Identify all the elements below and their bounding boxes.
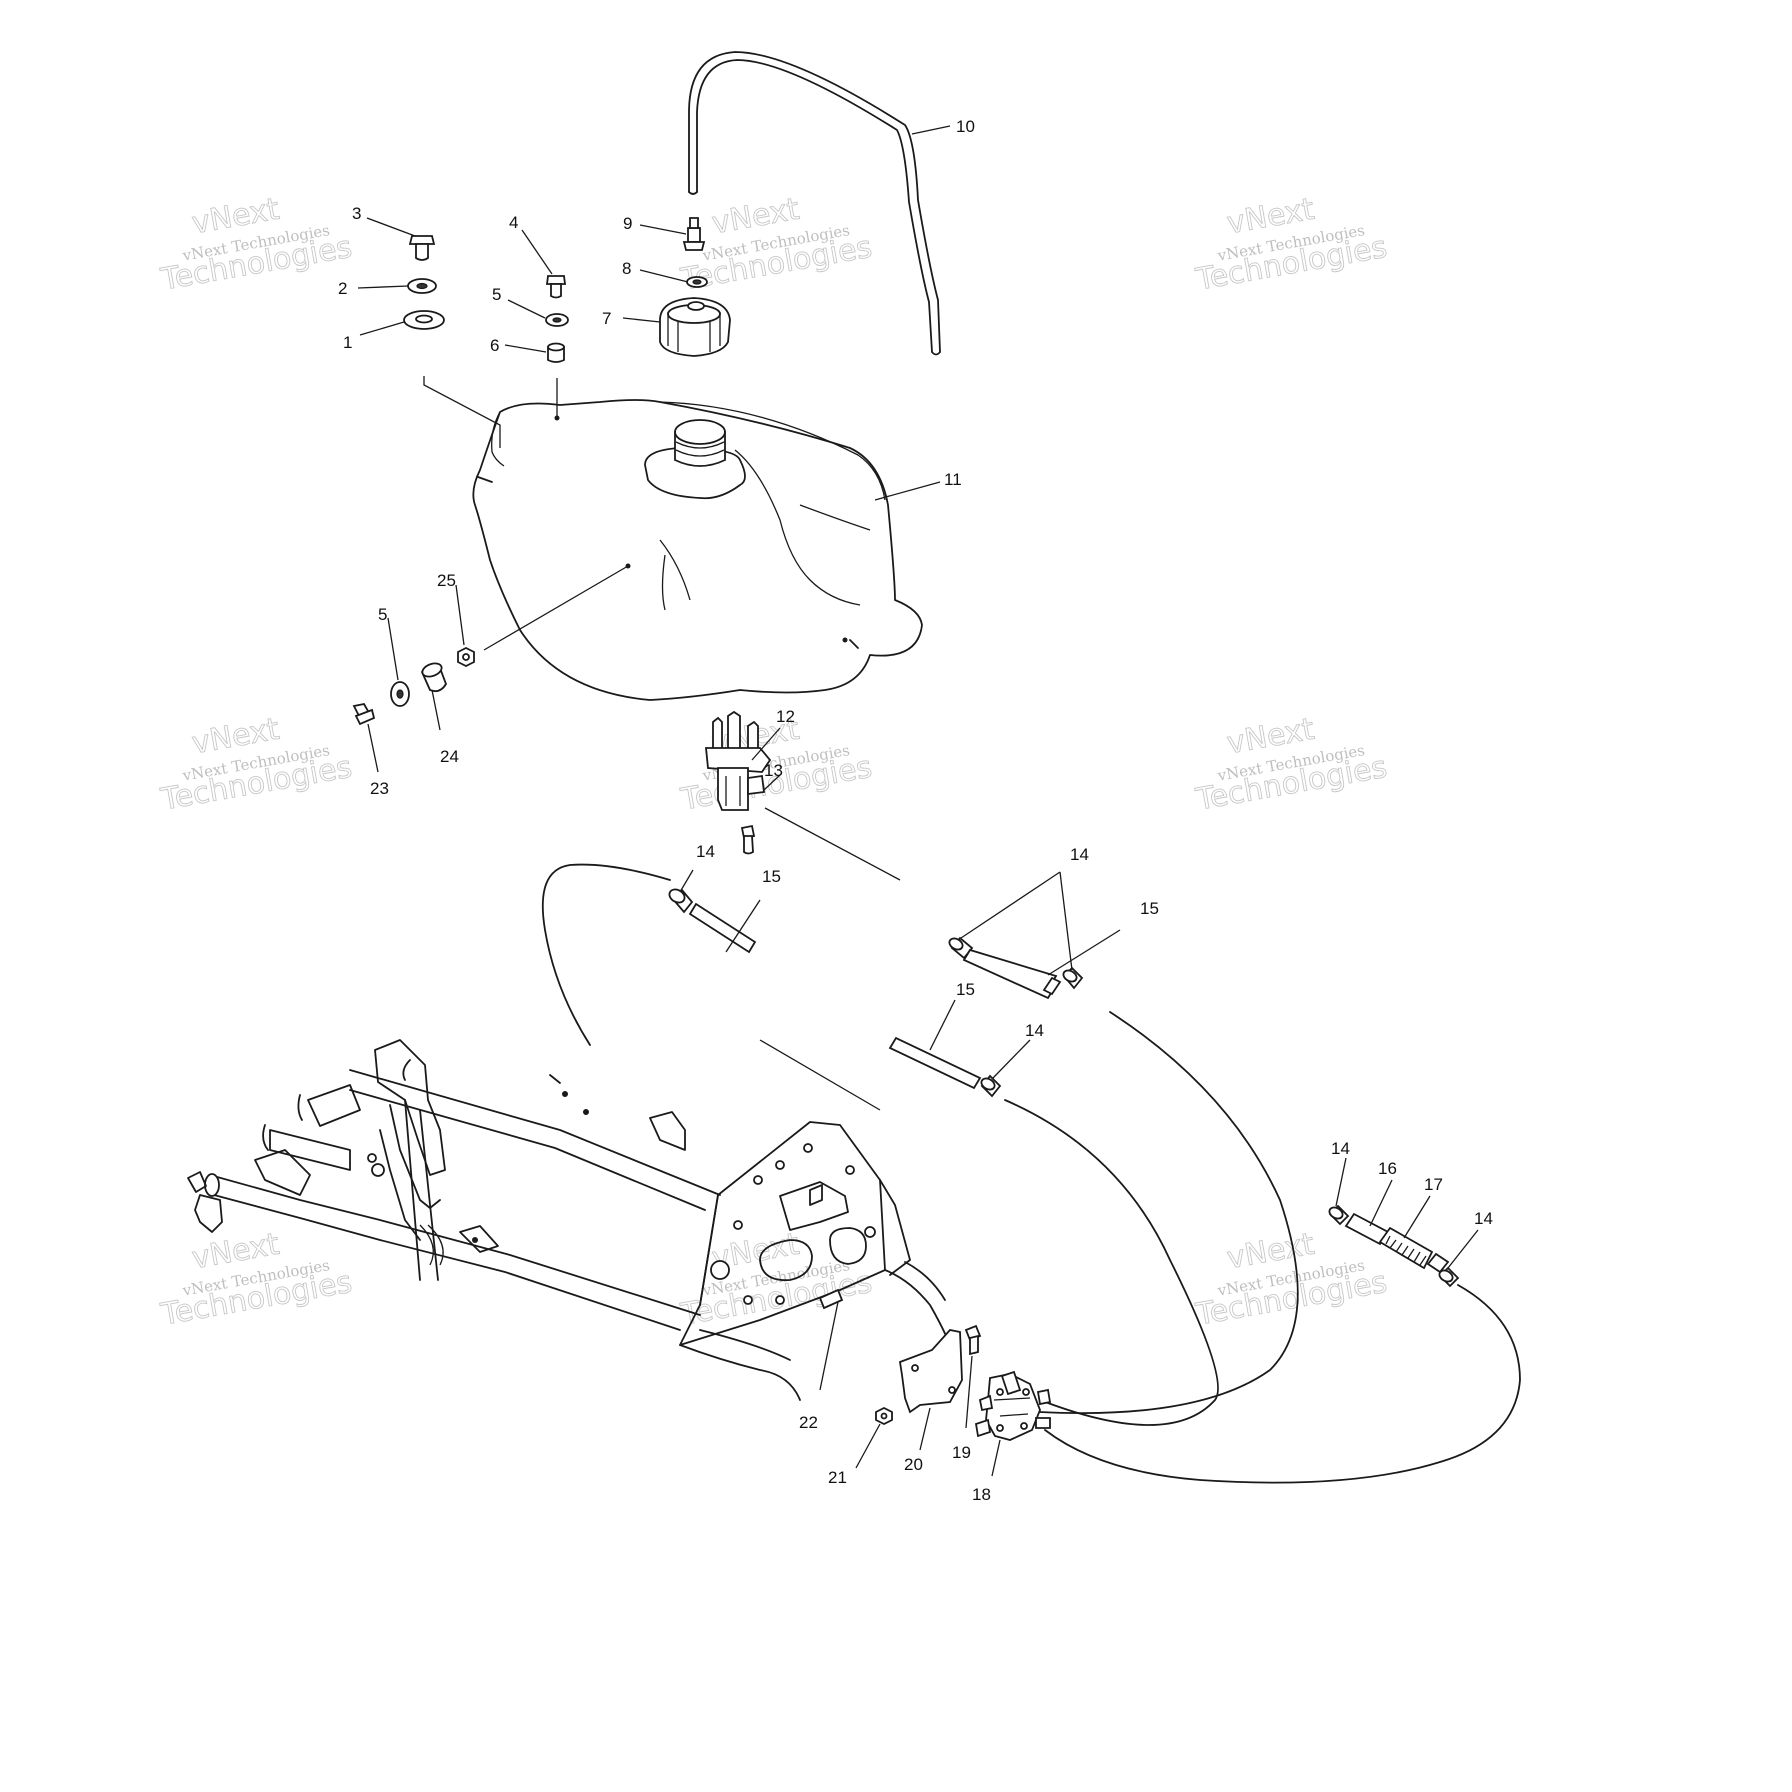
callout-22: 22 (799, 1413, 818, 1432)
pump-gasket-20 (898, 1329, 963, 1414)
callout-25: 25 (437, 571, 456, 590)
callout-5: 5 (492, 285, 501, 304)
callout-15a: 15 (762, 867, 781, 886)
callout-17: 17 (1424, 1175, 1443, 1194)
callout-14b: 14 (1070, 845, 1089, 864)
washer-5-top (545, 313, 569, 327)
washer-1 (403, 310, 445, 330)
spacer-6 (547, 342, 565, 363)
callout-14d: 14 (1331, 1139, 1350, 1158)
bolt-4 (545, 275, 567, 299)
callout-5b: 5 (378, 605, 387, 624)
callout-1: 1 (343, 333, 352, 352)
callout-7: 7 (602, 309, 611, 328)
callout-14a: 14 (696, 842, 715, 861)
callout-14e: 14 (1474, 1209, 1493, 1228)
washer-5-low (390, 681, 410, 707)
callout-21: 21 (828, 1468, 847, 1487)
fuel-cap-7 (659, 297, 731, 357)
callout-15c: 15 (956, 980, 975, 999)
callout-24: 24 (440, 747, 459, 766)
callout-3: 3 (352, 204, 361, 223)
clamp-14-b (948, 936, 974, 960)
fuel-pump-18 (974, 1370, 1052, 1441)
callout-2: 2 (338, 279, 347, 298)
fuel-lines (541, 807, 1521, 1484)
fuel-tank (472, 399, 923, 701)
leader-lines (357, 125, 1479, 1477)
bolt-23 (352, 702, 376, 726)
callout-19: 19 (952, 1443, 971, 1462)
callout-16: 16 (1378, 1159, 1397, 1178)
callout-6: 6 (490, 336, 499, 355)
callout-23: 23 (370, 779, 389, 798)
washer-8 (686, 276, 708, 288)
callout-8: 8 (622, 259, 631, 278)
watermark-group: vNext vNext Technologies Technologies vN… (157, 191, 1390, 1333)
fuel-valve (705, 710, 772, 811)
clamp-14-e (1328, 1204, 1350, 1226)
callout-14c: 14 (1025, 1021, 1044, 1040)
grommet-24 (420, 662, 447, 693)
callout-12: 12 (776, 707, 795, 726)
nut-21 (875, 1406, 893, 1426)
callout-11: 11 (944, 470, 962, 489)
callout-9: 9 (623, 214, 632, 233)
clamp-14-c (1062, 966, 1084, 990)
vent-fitting-9 (682, 217, 706, 251)
callout-18: 18 (972, 1485, 991, 1504)
frame (187, 1039, 956, 1401)
valve-screw (740, 824, 756, 855)
clamp-14-f (1438, 1266, 1460, 1288)
clamp-14-a (668, 888, 694, 914)
clamp-14-d (980, 1074, 1002, 1098)
nut-25 (457, 646, 475, 668)
filter-17 (1378, 1226, 1450, 1274)
callout-4: 4 (509, 213, 518, 232)
callout-15b: 15 (1140, 899, 1159, 918)
callout-13: 13 (764, 761, 783, 780)
callout-20: 20 (904, 1455, 923, 1474)
hose-15-b (962, 948, 1062, 1000)
bolt-3 (408, 235, 436, 261)
callout-10: 10 (956, 117, 975, 136)
vent-hose (688, 51, 941, 356)
callout-labels: 3 2 1 4 5 6 9 8 7 10 11 25 5 24 23 12 13… (338, 117, 1493, 1504)
hose-15-c (888, 1036, 982, 1090)
bolt-19 (964, 1324, 982, 1356)
hose-15-a (688, 902, 757, 954)
washer-2 (407, 278, 437, 294)
